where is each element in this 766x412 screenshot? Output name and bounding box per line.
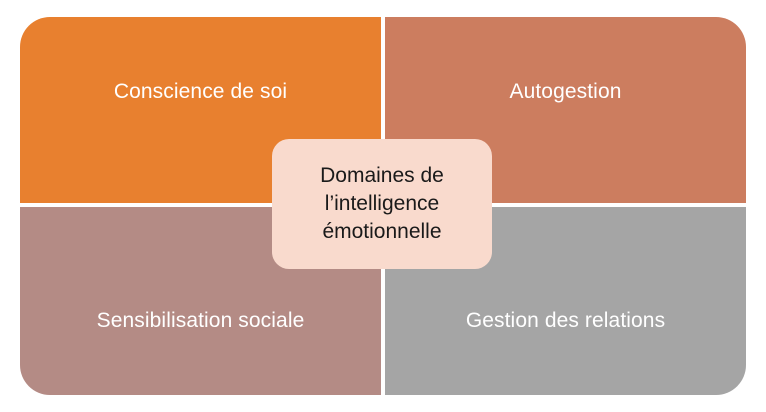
quadrant-relationship-management[interactable]: Gestion des relations xyxy=(385,207,746,395)
quadrant-label-social-awareness: Sensibilisation sociale xyxy=(96,309,305,333)
quadrant-self-awareness[interactable]: Conscience de soi xyxy=(20,17,381,203)
center-callout-line-1: Domaines de xyxy=(320,164,444,188)
center-callout[interactable]: Domaines de l’intelligence émotionnelle xyxy=(272,139,492,269)
quadrant-label-self-awareness: Conscience de soi xyxy=(113,80,288,104)
quadrant-label-relationship-management: Gestion des relations xyxy=(465,309,666,333)
center-callout-line-3: émotionnelle xyxy=(322,219,442,243)
center-callout-label: Domaines de l’intelligence émotionnelle xyxy=(320,162,444,245)
center-callout-line-2: l’intelligence xyxy=(324,192,440,216)
quadrant-label-self-management: Autogestion xyxy=(509,80,622,104)
